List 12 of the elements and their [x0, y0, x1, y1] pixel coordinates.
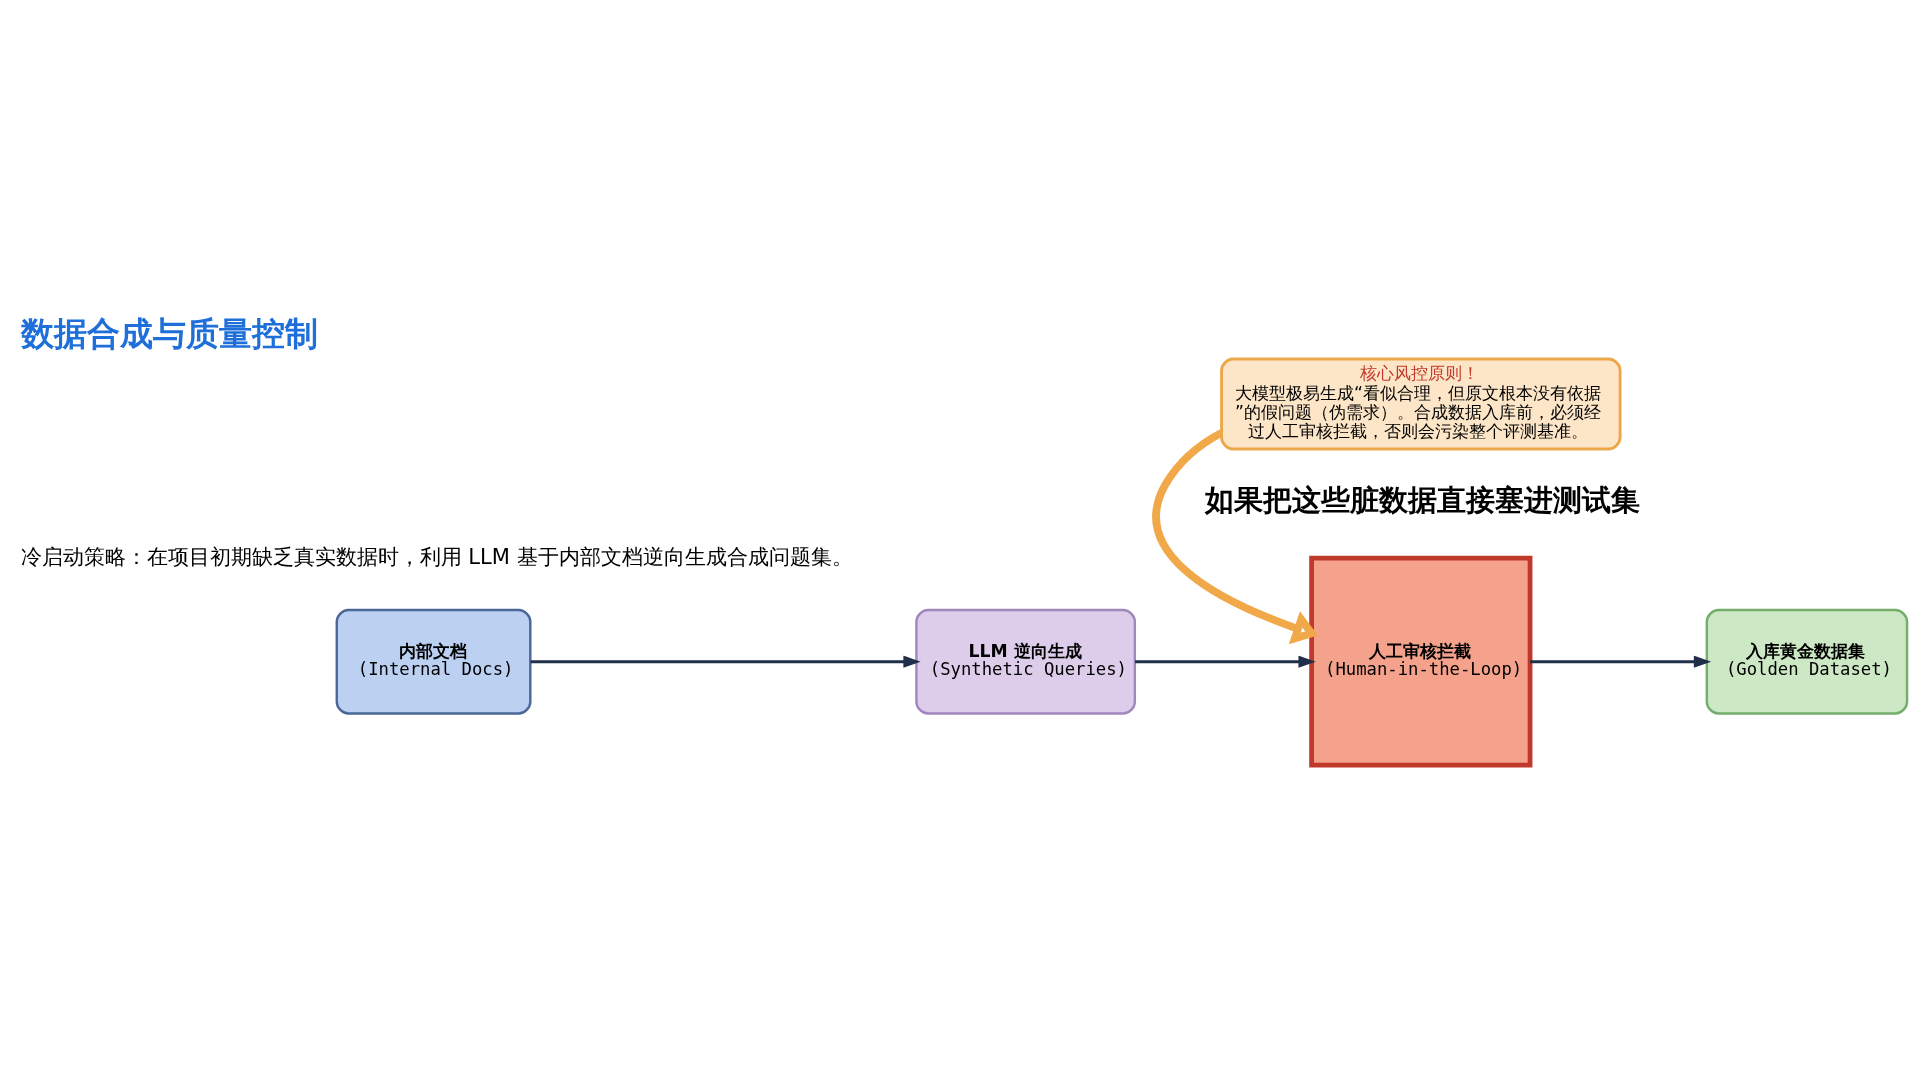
arrow [1135, 655, 1316, 668]
diagram-title: 数据合成与质量控制 [20, 314, 318, 353]
node-box: 人工审核拦截 (Human-in-the-Loop) [1309, 555, 1533, 768]
arrow [1152, 428, 1318, 644]
node-box: 核心风控原则！ 大模型极易生成“看似合理，但原文根本没有依据”的假问题（伪需求）。合成数据入库前，必须经过人工审核拦截，否则会污染整个评测基准。 [1220, 357, 1622, 450]
label: 如果把这些脏数据直接塞进测试集 [1204, 482, 1640, 517]
label: 冷启动策略：在项目初期缺乏真实数据时，利用 LLM 基于内部文档逆向生成合成问题集。 [20, 543, 853, 569]
node-box: 入库黄金数据集 (Golden Dataset) [1705, 608, 1909, 715]
node-box: LLM 逆向生成 (Synthetic Queries) [915, 608, 1137, 715]
arrow [1530, 655, 1712, 668]
node-box: 内部文档 (Internal Docs) [335, 608, 532, 715]
arrow [530, 655, 921, 668]
